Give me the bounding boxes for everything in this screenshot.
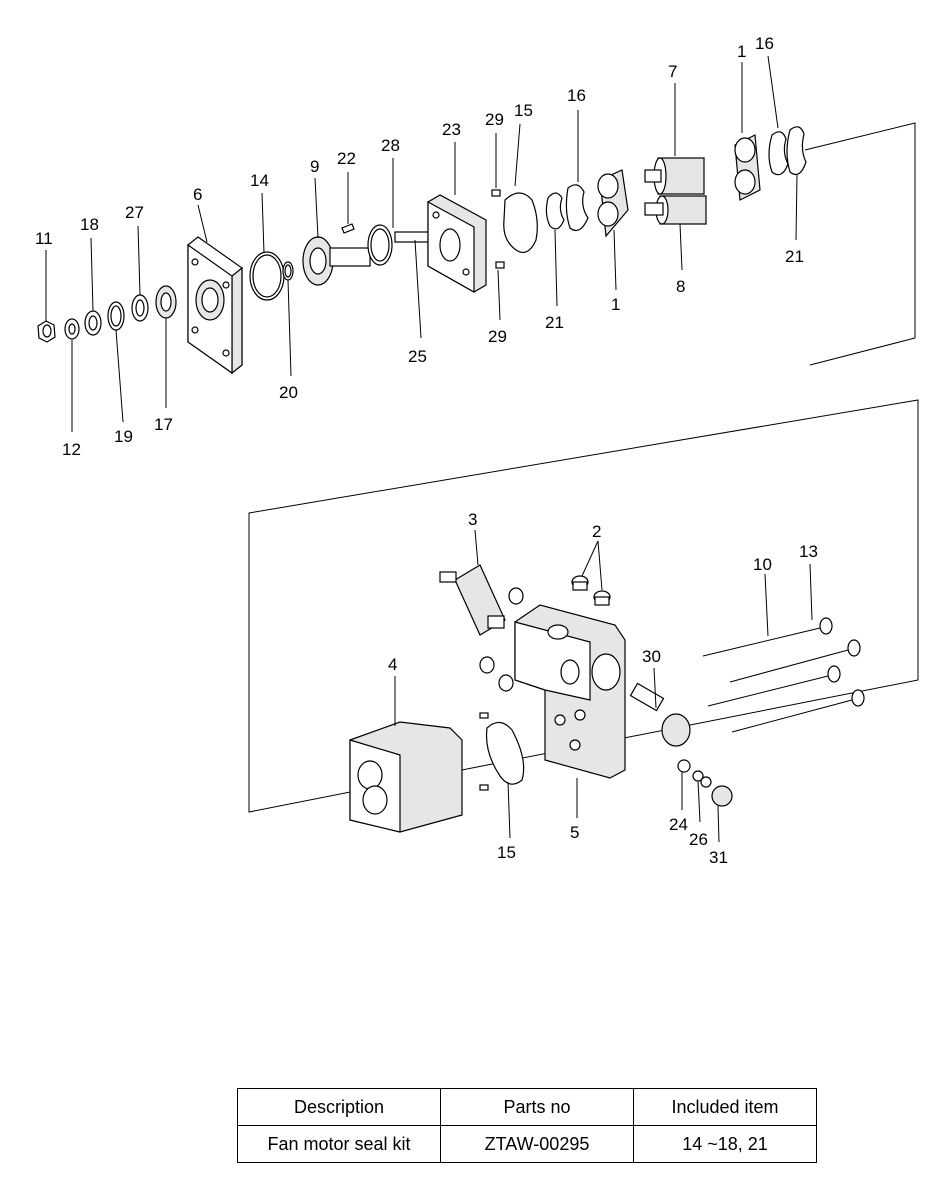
callout-16-right: 16 bbox=[755, 34, 774, 53]
bushing-1-left bbox=[597, 169, 629, 238]
callout-16-left: 16 bbox=[567, 86, 586, 105]
callout-22: 22 bbox=[337, 149, 356, 168]
seal-21-right bbox=[786, 126, 807, 175]
callout-8: 8 bbox=[676, 277, 685, 296]
plug-set-24-26-31 bbox=[677, 759, 733, 807]
callout-3: 3 bbox=[468, 510, 477, 529]
callout-19: 19 bbox=[114, 427, 133, 446]
key-22 bbox=[341, 223, 355, 234]
table-row: Fan motor seal kit ZTAW-00295 14 ~18, 21 bbox=[237, 1125, 817, 1163]
relief-valve-30 bbox=[629, 682, 691, 747]
callout-12: 12 bbox=[62, 440, 81, 459]
callout-23: 23 bbox=[442, 120, 461, 139]
gear-7 bbox=[644, 157, 705, 195]
callout-31: 31 bbox=[709, 848, 728, 867]
table-header-row: Description Parts no Included item bbox=[237, 1088, 817, 1126]
pin-29-upper bbox=[491, 189, 501, 197]
ring-28 bbox=[367, 224, 393, 266]
header-included-item: Included item bbox=[633, 1088, 817, 1126]
flange-6 bbox=[187, 236, 243, 375]
callout-7: 7 bbox=[668, 62, 677, 81]
nut-11 bbox=[37, 320, 56, 343]
bolts-10 bbox=[702, 617, 865, 733]
gear-8 bbox=[644, 195, 707, 225]
plug-small bbox=[479, 587, 524, 692]
callout-15-upper: 15 bbox=[514, 101, 533, 120]
callout-2: 2 bbox=[592, 522, 601, 541]
washer-12 bbox=[64, 318, 80, 340]
header-parts-no: Parts no bbox=[440, 1088, 634, 1126]
ring-27 bbox=[131, 294, 149, 322]
callout-10: 10 bbox=[753, 555, 772, 574]
callout-11: 11 bbox=[35, 229, 53, 248]
callout-29-lower: 29 bbox=[488, 327, 507, 346]
housing-23 bbox=[427, 194, 487, 294]
lower-plane-outline bbox=[248, 399, 919, 813]
callout-4: 4 bbox=[388, 655, 397, 674]
cell-description: Fan motor seal kit bbox=[237, 1125, 441, 1163]
callout-21-right: 21 bbox=[785, 247, 804, 266]
gear-housing-4 bbox=[349, 721, 463, 833]
ring-18 bbox=[84, 310, 102, 336]
callout-6: 6 bbox=[193, 185, 202, 204]
body-5 bbox=[514, 604, 626, 779]
callout-5: 5 bbox=[570, 823, 579, 842]
plug-2 bbox=[571, 575, 611, 606]
cell-parts-no: ZTAW-00295 bbox=[440, 1125, 634, 1163]
leader-lines bbox=[45, 55, 813, 843]
callout-17: 17 bbox=[154, 415, 173, 434]
pin-29-lower bbox=[495, 261, 505, 269]
callout-1-right: 1 bbox=[737, 42, 746, 61]
callout-28: 28 bbox=[381, 136, 400, 155]
callout-25: 25 bbox=[408, 347, 427, 366]
callout-13: 13 bbox=[799, 542, 818, 561]
callout-26: 26 bbox=[689, 830, 708, 849]
upper-plane-outline bbox=[804, 122, 916, 366]
bearing-9 bbox=[302, 236, 371, 286]
ring-20 bbox=[282, 261, 294, 281]
callout-30: 30 bbox=[642, 647, 661, 666]
callout-29-upper: 29 bbox=[485, 110, 504, 129]
seal-21-left bbox=[545, 192, 565, 230]
seal-17 bbox=[155, 285, 177, 319]
o-ring-14 bbox=[249, 251, 285, 301]
callout-20: 20 bbox=[279, 383, 298, 402]
callout-15-lower: 15 bbox=[497, 843, 516, 862]
callout-9: 9 bbox=[310, 157, 319, 176]
gasket-15-lower bbox=[479, 712, 525, 791]
gasket-15 bbox=[503, 192, 538, 253]
header-description: Description bbox=[237, 1088, 441, 1126]
callout-14: 14 bbox=[250, 171, 269, 190]
seal-kit-table: Description Parts no Included item Fan m… bbox=[237, 1088, 817, 1163]
seal-16-right bbox=[768, 131, 789, 176]
callout-21-left: 21 bbox=[545, 313, 564, 332]
bushing-1-right bbox=[734, 134, 761, 201]
callout-18: 18 bbox=[80, 215, 99, 234]
ring-19 bbox=[107, 301, 125, 331]
valve-3 bbox=[439, 564, 506, 636]
callout-1-left: 1 bbox=[611, 295, 620, 314]
callout-24: 24 bbox=[669, 815, 688, 834]
callout-labels: 11 12 18 19 27 17 6 14 20 9 22 28 25 23 … bbox=[35, 34, 818, 867]
callout-27: 27 bbox=[125, 203, 144, 222]
seal-16-left bbox=[565, 184, 589, 231]
cell-included-item: 14 ~18, 21 bbox=[633, 1125, 817, 1163]
